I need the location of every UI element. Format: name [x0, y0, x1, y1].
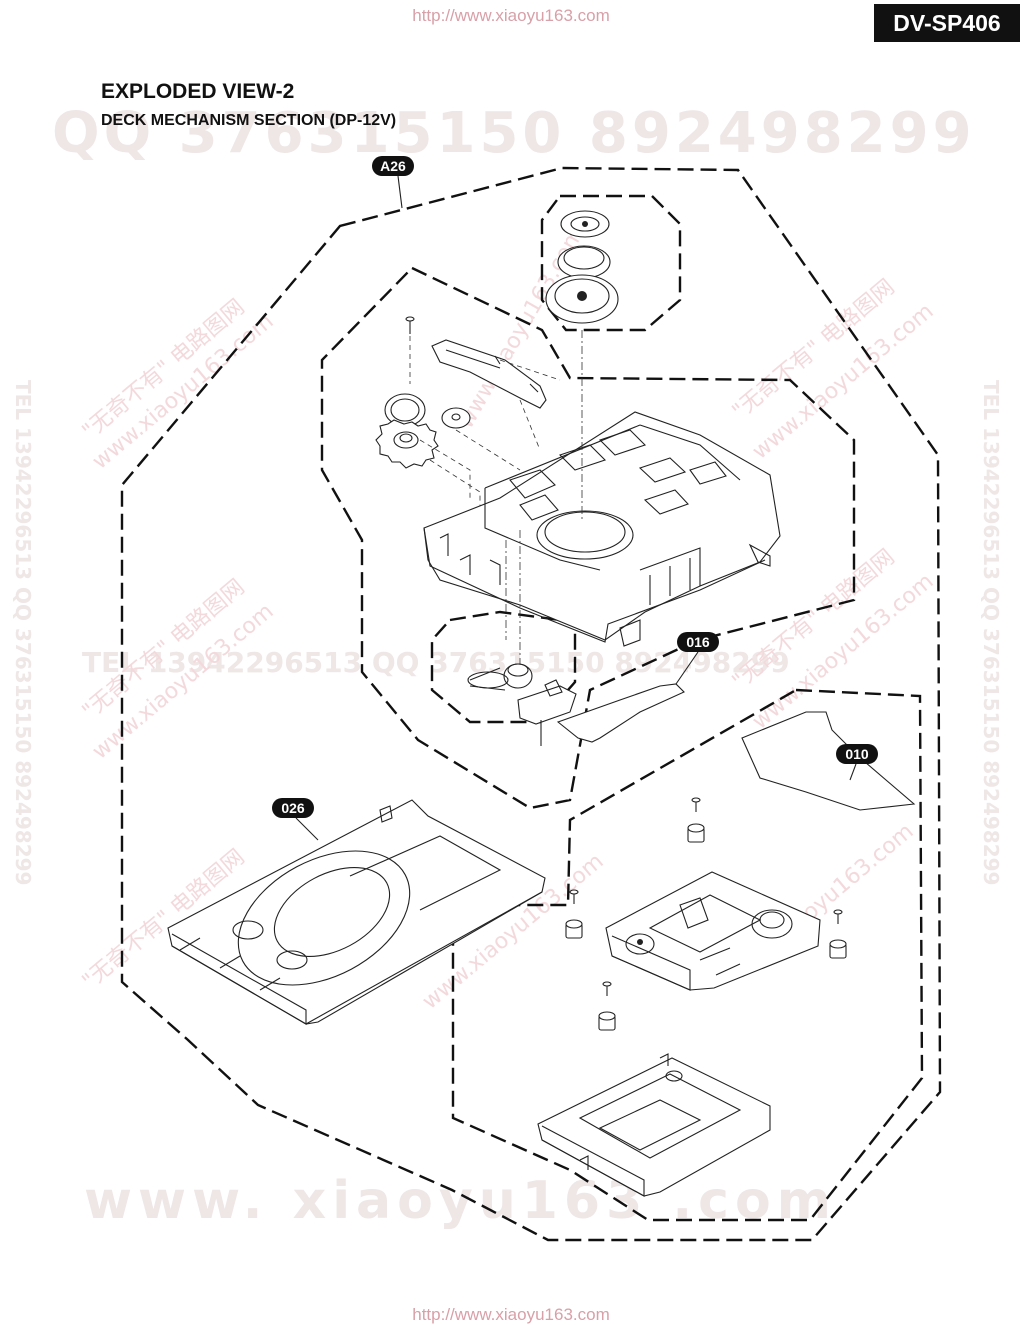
- loader-chassis: [423, 330, 781, 690]
- source-url-bottom[interactable]: http://www.xiaoyu163.com: [412, 1305, 610, 1324]
- callout-010: 010: [836, 744, 878, 781]
- page-subtitle: DECK MECHANISM SECTION (DP-12V): [101, 112, 397, 129]
- model-badge: DV-SP406: [874, 4, 1020, 42]
- page-title: EXPLODED VIEW-2: [101, 80, 295, 103]
- insulators: [565, 797, 847, 1031]
- callout-026: 026: [272, 798, 319, 841]
- callout-016: 016: [675, 632, 719, 685]
- disc-tray-026: [167, 799, 546, 1025]
- watermark-side-left: TEL 13942296513 QQ 376315150 892498299: [11, 380, 35, 885]
- traverse-boundary: [451, 688, 924, 1222]
- outer-assembly-boundary: [120, 166, 942, 1242]
- svg-text:A26: A26: [380, 158, 406, 174]
- flat-cable-016: [556, 683, 685, 743]
- flat-cable-010: [741, 711, 916, 811]
- svg-text:010: 010: [845, 746, 869, 762]
- svg-text:016: 016: [686, 634, 710, 650]
- source-url-top[interactable]: http://www.xiaoyu163.com: [412, 6, 610, 25]
- watermark-side-right: TEL 13942296513 QQ 376315150 892498299: [979, 380, 1003, 885]
- watermark-www: www. xiaoyu163 .com: [84, 1171, 837, 1231]
- base-chassis: [537, 1053, 771, 1197]
- clamper-boundary: [540, 194, 682, 332]
- svg-text:026: 026: [281, 800, 305, 816]
- upper-mechanism-boundary: [320, 266, 856, 810]
- watermark-layer: QQ 376315150 892498299 TEL 13942296513 Q…: [11, 101, 1003, 1231]
- callout-a26: A26: [372, 156, 414, 209]
- clamper-parts: [545, 210, 619, 324]
- watermark-qq: QQ 376315150 892498299: [52, 101, 976, 166]
- traverse-mechanism: [605, 871, 821, 991]
- upper-small-parts: [375, 316, 561, 520]
- loading-motor-parts: [467, 663, 577, 746]
